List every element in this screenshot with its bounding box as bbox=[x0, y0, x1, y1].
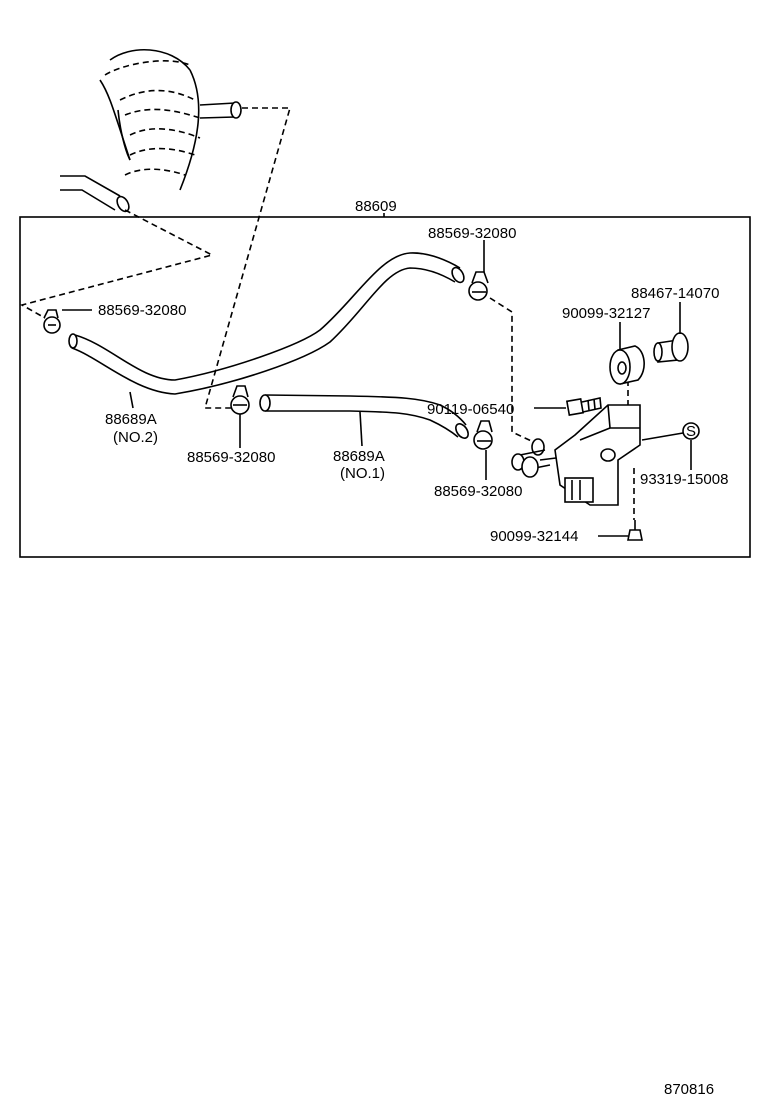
clamp-left[interactable] bbox=[43, 309, 61, 334]
clamp-label-middle[interactable]: 88569-32080 bbox=[187, 449, 275, 466]
clamp-label-bottom-right[interactable]: 88569-32080 bbox=[434, 483, 522, 500]
hose-no2-sub-label: (NO.2) bbox=[113, 429, 158, 446]
bolt-label[interactable]: 90119-06540 bbox=[427, 401, 514, 418]
upper-hose-stub bbox=[60, 175, 130, 213]
intake-pipe-fragment bbox=[99, 49, 242, 191]
hose-no1-part-number[interactable]: 88689A bbox=[333, 448, 385, 465]
hose-no2-part-number[interactable]: 88689A bbox=[105, 411, 157, 428]
collar-label[interactable]: 88467-14070 bbox=[631, 285, 719, 302]
drawing-number: 870816 bbox=[664, 1081, 714, 1098]
leader-lines bbox=[62, 240, 692, 537]
grommet[interactable] bbox=[609, 345, 645, 385]
sticker-mark: S bbox=[686, 423, 696, 440]
nut-label[interactable]: 93319-15008 bbox=[640, 471, 728, 488]
clamp-bottom-right[interactable] bbox=[473, 420, 493, 450]
clamp-top-right[interactable] bbox=[468, 271, 489, 301]
hose-no1[interactable] bbox=[259, 394, 471, 440]
assembly-frame bbox=[19, 216, 751, 558]
assembly-number[interactable]: 88609 bbox=[355, 198, 397, 215]
nut[interactable]: S bbox=[641, 422, 700, 441]
grommet-label[interactable]: 90099-32127 bbox=[562, 305, 650, 322]
bolt[interactable] bbox=[565, 397, 602, 417]
clamp-label-top-right[interactable]: 88569-32080 bbox=[428, 225, 516, 242]
hose-no1-sub-label: (NO.1) bbox=[340, 465, 385, 482]
vacuum-switching-valve[interactable] bbox=[511, 404, 641, 506]
screw-label[interactable]: 90099-32144 bbox=[490, 528, 578, 545]
clamp-label-left[interactable]: 88569-32080 bbox=[98, 302, 186, 319]
hose-no2[interactable] bbox=[68, 252, 466, 395]
collar[interactable] bbox=[653, 332, 689, 363]
clamp-middle[interactable] bbox=[230, 385, 250, 415]
screw[interactable] bbox=[627, 520, 643, 541]
